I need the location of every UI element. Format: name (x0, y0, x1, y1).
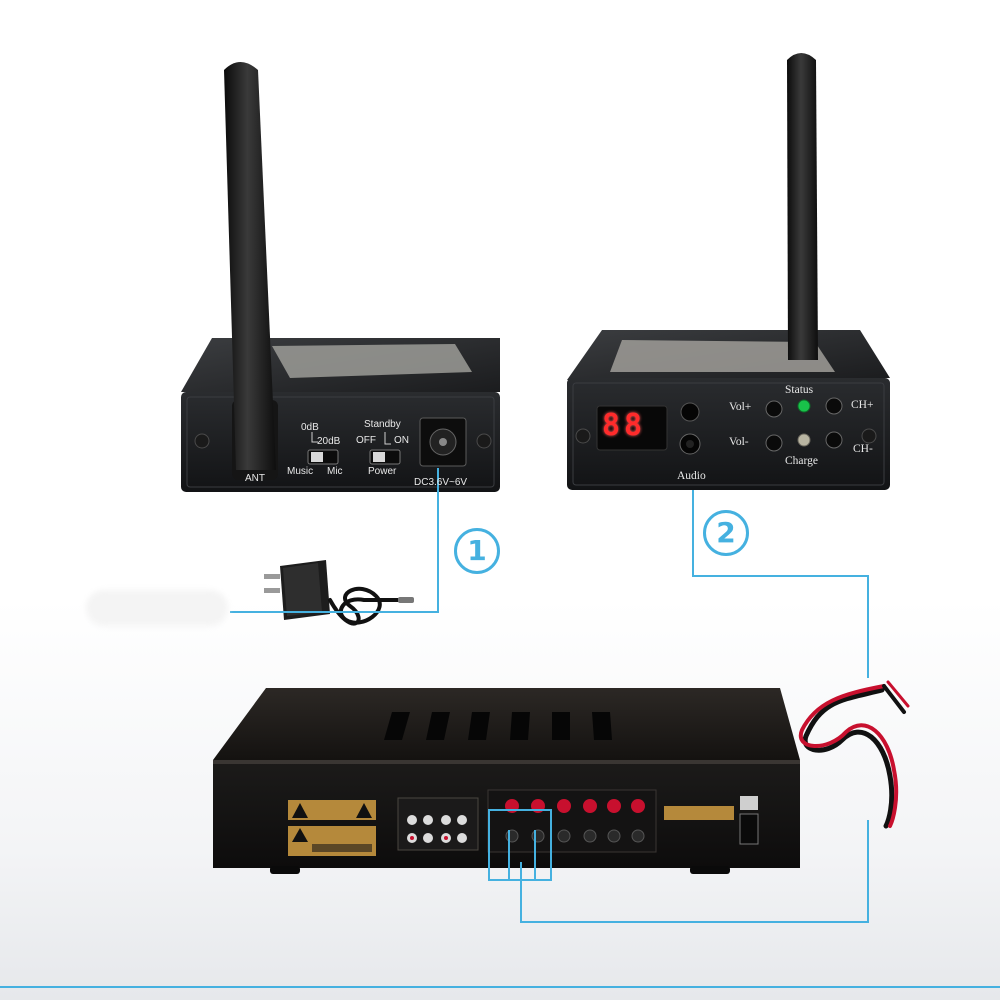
dc-input-label: DC3.6V~6V (414, 477, 468, 488)
status-label: Status (785, 384, 814, 396)
vol-down-label: Vol- (729, 436, 749, 448)
standby-label: Standby (364, 419, 401, 430)
channel-display-digits: 88 (602, 408, 647, 443)
vol-up-button[interactable] (765, 400, 783, 418)
power-adapter (264, 560, 414, 626)
receiver-top-label (610, 340, 835, 372)
vol-up-label: Vol+ (729, 401, 752, 413)
blurred-label (86, 590, 228, 626)
ch-down-label: CH- (853, 443, 873, 455)
amplifier-vents (384, 712, 612, 740)
step-1-marker: 1 (454, 528, 500, 574)
channel-display (596, 405, 668, 451)
amplifier-unit (213, 688, 800, 874)
receiver-antenna[interactable] (787, 53, 818, 360)
connection-lines (230, 468, 869, 923)
transmitter-antenna[interactable] (224, 62, 276, 470)
gain-0db-label: 0dB (301, 422, 319, 433)
on-label: ON (394, 435, 409, 446)
ch-up-button[interactable] (825, 397, 843, 415)
charge-label: Charge (785, 455, 819, 467)
speaker-cable (798, 680, 910, 829)
power-switch-amp[interactable] (739, 813, 759, 845)
ground-line (0, 986, 1000, 988)
screw-icon (575, 428, 591, 444)
ch-down-button[interactable] (825, 431, 843, 449)
ch-up-label: CH+ (851, 399, 874, 411)
vol-down-button[interactable] (765, 434, 783, 452)
step-2-marker: 2 (703, 510, 749, 556)
status-led (797, 399, 811, 413)
music-label: Music (287, 466, 314, 477)
audio-label: Audio (677, 470, 706, 482)
receiver-unit (567, 53, 890, 490)
power-label: Power (368, 466, 397, 477)
charge-led (797, 433, 811, 447)
screw-icon (861, 428, 877, 444)
mic-label: Mic (327, 466, 343, 477)
screw-icon (194, 433, 210, 449)
transmitter-unit (181, 62, 500, 492)
rca-jacks (407, 815, 467, 843)
ant-label: ANT (245, 473, 265, 484)
jack-icon[interactable] (680, 402, 700, 422)
info-label (664, 806, 734, 820)
transmitter-top-label (272, 344, 472, 378)
off-label: OFF (356, 435, 376, 446)
warning-label (288, 800, 376, 820)
screw-icon (476, 433, 492, 449)
gain-20db-label: 20dB (317, 436, 341, 447)
